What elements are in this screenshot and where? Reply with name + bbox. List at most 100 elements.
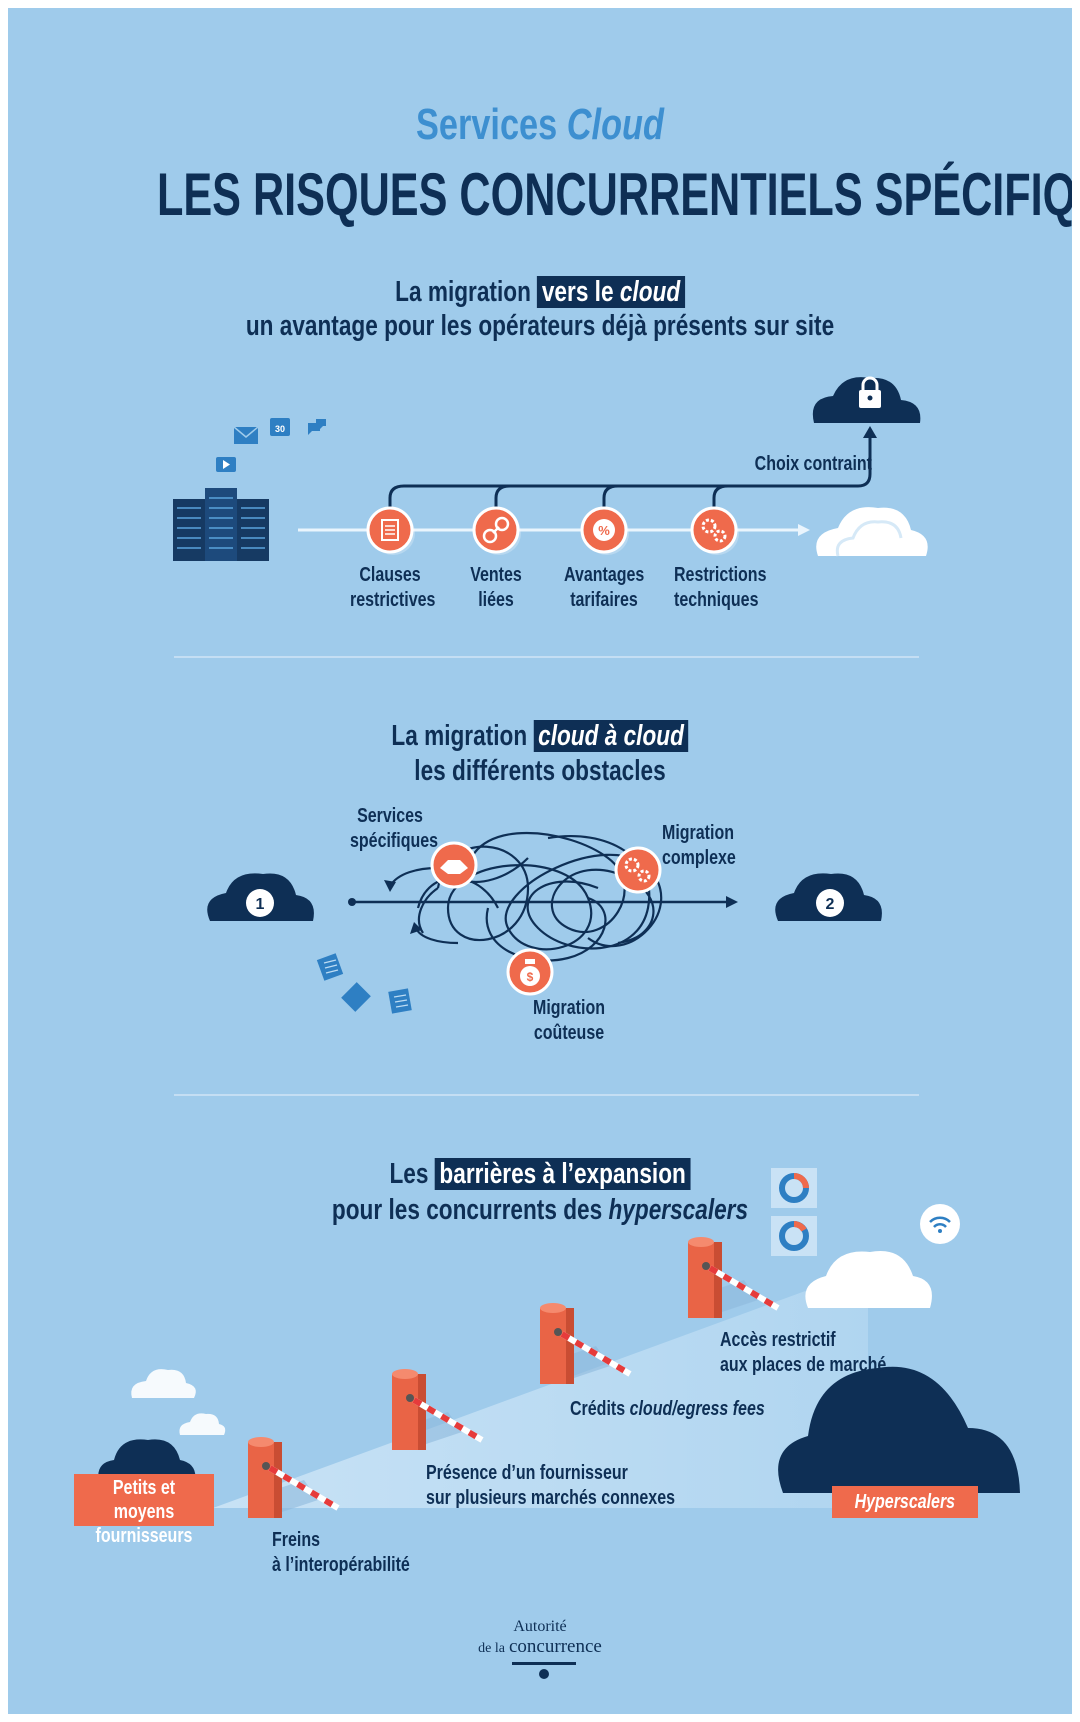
section-divider-2: [174, 1094, 919, 1096]
barrier4-line1: Accès restrictif: [720, 1329, 836, 1351]
step-label-tied-sales: Ventes liées: [456, 563, 536, 613]
step-clauses-line2: restrictives: [350, 589, 436, 611]
small-providers-badge: Petits et moyens fournisseurs: [74, 1474, 214, 1547]
step-pricing-line2: tarifaires: [570, 589, 638, 611]
calendar-icon: 30: [270, 418, 290, 436]
target-cloud-number: 2: [826, 896, 835, 913]
barrier-label-marketplaces: Accès restrictif aux places de marché: [720, 1328, 886, 1378]
barrier3-italic: cloud/egress fees: [629, 1398, 765, 1420]
small-cloud-icon: [131, 1369, 226, 1435]
step-tied-sales-icon: [472, 506, 521, 555]
wifi-icon: [920, 1204, 960, 1244]
step-technical-line1: Restrictions: [674, 564, 767, 586]
barrier1-line1: Freins: [272, 1529, 321, 1551]
logo-line2: de la concurrence: [8, 1636, 1072, 1658]
gears-icon: [614, 846, 662, 894]
section2-title-highlight-italic: cloud à cloud: [538, 720, 684, 752]
step-tied-sales-line1: Ventes: [470, 564, 522, 586]
section3-title-prefix: Les: [389, 1158, 429, 1190]
section1-title-highlight-text: vers le: [541, 276, 614, 308]
page-title: LES RISQUES CONCURRENTIELS SPÉCIFIQUES: [156, 161, 1072, 228]
logo-small-text: de la: [478, 1641, 505, 1656]
barrier-interoperability: [248, 1437, 340, 1518]
source-cloud-number: 1: [256, 896, 265, 913]
step-pricing-icon: %: [580, 506, 629, 555]
step-tied-sales-line2: liées: [478, 589, 514, 611]
section3-subtitle-italic: hyperscalers: [608, 1194, 749, 1226]
section1-title-highlight: vers le cloud: [537, 276, 685, 308]
barrier-marketplaces: [688, 1237, 780, 1318]
mail-icon: [233, 426, 259, 444]
section3-subtitle-prefix: pour les concurrents des: [331, 1194, 603, 1226]
obstacle-label-complex: Migration complexe: [662, 821, 736, 871]
obstacle-costly-line2: coûteuse: [533, 1022, 605, 1044]
server-icon: [173, 488, 269, 561]
video-icon: [216, 457, 236, 472]
section1-title: La migration vers le cloud: [125, 276, 955, 309]
money-symbol: $: [527, 970, 534, 984]
constrained-arrowhead: [863, 426, 877, 438]
section2-subtitle: les différents obstacles: [414, 755, 666, 787]
barrier1-line2: à l’interopérabilité: [272, 1554, 410, 1576]
section2-diagram: 1 2: [207, 831, 882, 1014]
section1-subtitle: un avantage pour les opérateurs déjà pré…: [245, 310, 835, 342]
obstacle-services-line2: spécifiques: [350, 830, 439, 852]
section3-title: Les barrières à l’expansion: [125, 1158, 955, 1191]
step-technical-icon: [690, 506, 739, 555]
obstacle-label-costly: Migration coûteuse: [529, 996, 609, 1046]
migration-arrowhead: [798, 524, 810, 536]
calendar-number: 30: [275, 424, 285, 434]
barrier3-prefix: Crédits: [570, 1398, 626, 1420]
barrier-label-credits: Crédits cloud/egress fees: [570, 1397, 765, 1422]
small-providers-line1: Petits et moyens: [112, 1477, 176, 1523]
section1-title-prefix: La migration: [395, 276, 531, 308]
small-providers-line2: fournisseurs: [95, 1525, 193, 1547]
section2-title-highlight: cloud à cloud: [533, 720, 689, 752]
step-label-pricing: Avantages tarifaires: [564, 563, 644, 613]
step-label-clauses: Clauses restrictives: [350, 563, 435, 613]
obstacle-label-services: Services spécifiques: [350, 804, 438, 854]
constrained-path: [388, 436, 872, 516]
barrier2-line1: Présence d’un fournisseur: [426, 1462, 628, 1484]
barrier4-line2: aux places de marché: [720, 1354, 887, 1376]
barrier-label-interoperability: Freins à l’interopérabilité: [272, 1528, 410, 1578]
step-pricing-line1: Avantages: [564, 564, 645, 586]
source-cloud-icon: 1: [207, 873, 314, 921]
section3-subtitle: pour les concurrents des hyperscalers: [125, 1194, 955, 1227]
handshake-icon: [430, 841, 478, 889]
hyperscaler-cloud-icon: [778, 1366, 1020, 1493]
section2-title: La migration cloud à cloud: [125, 720, 955, 753]
obstacle-complex-line1: Migration: [662, 822, 734, 844]
barrier-label-multi-market: Présence d’un fournisseur sur plusieurs …: [426, 1461, 675, 1511]
section1-title-highlight-italic: cloud: [619, 276, 681, 308]
section2-title-prefix: La migration: [391, 720, 528, 752]
chart-widget-icon: [771, 1168, 817, 1256]
infographic: Services Cloud LES RISQUES CONCURRENTIEL…: [8, 8, 1072, 1714]
locked-cloud-icon: [812, 376, 921, 423]
barrier-credits: [540, 1303, 632, 1384]
target-cloud-icon: 2: [775, 873, 882, 921]
kicker-prefix: Services: [416, 100, 558, 149]
svg-text:%: %: [598, 523, 610, 538]
money-bag-icon: $: [506, 948, 554, 996]
obstacle-costly-line1: Migration: [533, 997, 605, 1019]
section1-diagram: 30: [173, 376, 928, 561]
logo-dot: [539, 1669, 549, 1679]
logo-bar: [512, 1662, 576, 1665]
hyperscalers-badge: Hyperscalers: [832, 1486, 978, 1518]
choice-constrained-label: Choix contraint: [754, 453, 873, 475]
barrier-multi-market: [392, 1369, 484, 1450]
obstacle-services-line1: Services: [357, 805, 423, 827]
chat-icon: [308, 419, 326, 435]
step-clauses-icon: [366, 506, 415, 555]
section-divider-1: [174, 656, 919, 658]
section3-diagram: [98, 1168, 1020, 1518]
logo-line1: Autorité: [513, 1618, 567, 1635]
document-icon: [316, 953, 412, 1014]
white-cloud-icon: [805, 1251, 932, 1308]
kicker-title: Services Cloud: [125, 100, 955, 150]
public-cloud-icon: [816, 507, 928, 557]
expansion-ramp: [213, 1268, 868, 1508]
step-clauses-line1: Clauses: [359, 564, 421, 586]
section3-title-highlight: barrières à l’expansion: [434, 1158, 691, 1190]
